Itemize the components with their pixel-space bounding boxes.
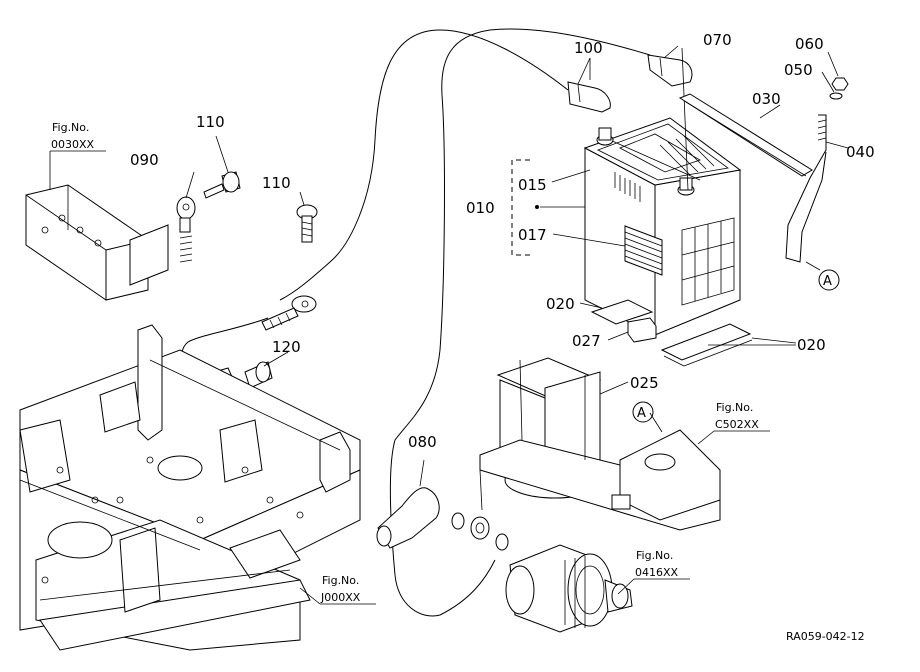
j-bolt-040 xyxy=(785,114,827,263)
leader-lines xyxy=(185,45,849,487)
callout-020-left: 020 xyxy=(546,295,575,313)
starter-motor xyxy=(505,544,633,633)
callout-070: 070 xyxy=(703,31,732,49)
figref-0030xx: Fig.No. 0030XX xyxy=(49,121,106,190)
svg-text:A: A xyxy=(823,274,832,289)
figref-c502xx: Fig.No. C502XX xyxy=(697,401,770,445)
callout-020-right: 020 xyxy=(797,336,826,354)
bolt-110-a xyxy=(203,171,241,199)
callout-050: 050 xyxy=(784,61,813,79)
battery-cable-070 xyxy=(390,28,651,617)
figref-0416xx: Fig.No. 0416XX xyxy=(617,549,690,595)
svg-text:0416XX: 0416XX xyxy=(635,566,679,579)
pad-020-left xyxy=(590,299,654,325)
callout-110-b: 110 xyxy=(262,174,291,192)
callout-labels: 100 070 060 050 030 040 015 010 017 020 … xyxy=(130,31,875,451)
battery-cable-100 xyxy=(181,29,569,383)
svg-text:Fig.No.: Fig.No. xyxy=(52,121,89,134)
mounting-bracket xyxy=(25,184,169,301)
callout-110-a: 110 xyxy=(196,113,225,131)
svg-text:Fig.No.: Fig.No. xyxy=(716,401,753,414)
washer-050 xyxy=(829,92,843,100)
callout-090: 090 xyxy=(130,151,159,169)
marker-a-battery: A xyxy=(818,269,840,291)
svg-text:A: A xyxy=(637,406,646,421)
callout-060: 060 xyxy=(795,35,824,53)
figref-j000xx: Fig.No. J000XX xyxy=(299,574,376,605)
callout-025: 025 xyxy=(630,374,659,392)
drawing-code: RA059-042-12 xyxy=(786,630,865,643)
callout-010: 010 xyxy=(466,199,495,217)
terminal-boot-080 xyxy=(376,487,509,551)
callout-030: 030 xyxy=(752,90,781,108)
battery-010 xyxy=(511,117,742,336)
svg-text:J000XX: J000XX xyxy=(320,591,361,604)
terminal-cover-070 xyxy=(647,54,693,87)
pad-027 xyxy=(627,317,657,343)
callout-040: 040 xyxy=(846,143,875,161)
svg-text:C502XX: C502XX xyxy=(715,418,759,431)
callout-027: 027 xyxy=(572,332,601,350)
bolt-110-b xyxy=(296,204,318,243)
svg-text:Fig.No.: Fig.No. xyxy=(322,574,359,587)
chassis-frame xyxy=(19,324,361,651)
battery-stand-025 xyxy=(479,357,721,531)
callout-080: 080 xyxy=(408,433,437,451)
callout-017: 017 xyxy=(518,226,547,244)
nut-060 xyxy=(831,77,849,91)
hold-down-bar-030 xyxy=(678,93,813,177)
marker-a-stand: A xyxy=(632,401,654,423)
ground-terminal-090 xyxy=(176,196,196,263)
callout-100: 100 xyxy=(574,39,603,57)
terminal-cover-100 xyxy=(567,81,611,113)
callout-015: 015 xyxy=(518,176,547,194)
callout-120: 120 xyxy=(272,338,301,356)
svg-text:Fig.No.: Fig.No. xyxy=(636,549,673,562)
svg-text:0030XX: 0030XX xyxy=(51,138,95,151)
pad-020-right xyxy=(660,323,753,367)
cable-terminal xyxy=(261,295,317,331)
